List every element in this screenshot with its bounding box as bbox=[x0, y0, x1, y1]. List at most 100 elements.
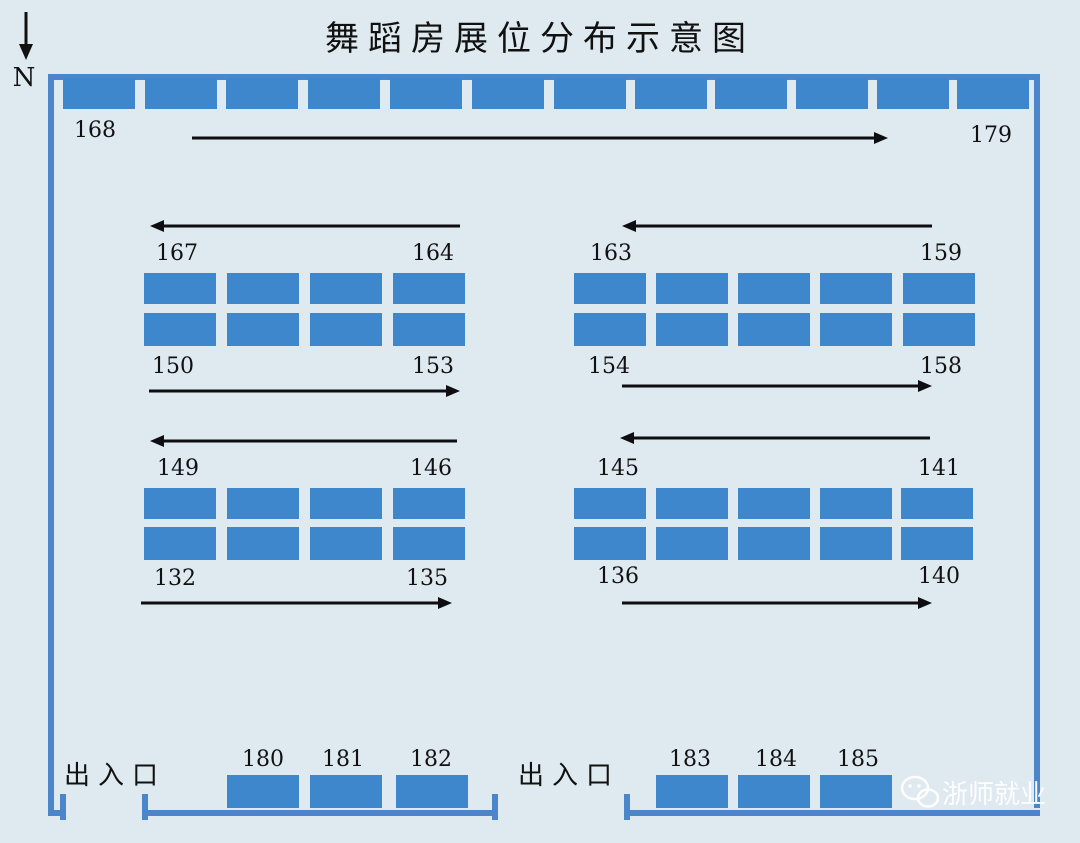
booth[interactable] bbox=[820, 273, 892, 304]
direction-arrow-west bbox=[150, 220, 460, 232]
direction-arrow-west bbox=[620, 432, 930, 444]
booth[interactable] bbox=[396, 775, 468, 808]
direction-arrow-east bbox=[149, 385, 460, 397]
booth-row-north bbox=[63, 78, 1029, 109]
booth-block-southwest bbox=[144, 488, 465, 560]
booth[interactable] bbox=[574, 313, 646, 346]
booth[interactable] bbox=[877, 78, 949, 109]
booth-number: 140 bbox=[918, 564, 960, 589]
booth[interactable] bbox=[574, 273, 646, 304]
booth[interactable] bbox=[738, 527, 810, 560]
room-walls bbox=[48, 74, 1040, 820]
booth-block-northeast bbox=[574, 273, 975, 346]
booth-number: 180 bbox=[242, 747, 284, 772]
booth-number: 136 bbox=[597, 564, 639, 589]
booth[interactable] bbox=[957, 78, 1029, 109]
booth[interactable] bbox=[574, 527, 646, 560]
booth[interactable] bbox=[574, 488, 646, 519]
booth[interactable] bbox=[820, 527, 892, 560]
booth[interactable] bbox=[227, 527, 299, 560]
booth-block-northwest bbox=[144, 273, 465, 346]
booth-number: 132 bbox=[154, 566, 196, 591]
booth[interactable] bbox=[144, 488, 216, 519]
booth[interactable] bbox=[227, 775, 299, 808]
booth[interactable] bbox=[820, 775, 892, 808]
wall-south-west-post bbox=[60, 794, 66, 820]
booth[interactable] bbox=[310, 273, 382, 304]
booth[interactable] bbox=[656, 775, 728, 808]
booth-number: 141 bbox=[918, 456, 960, 481]
booth[interactable] bbox=[63, 78, 135, 109]
booth[interactable] bbox=[393, 273, 465, 304]
booth-number: 158 bbox=[920, 354, 962, 379]
booth[interactable] bbox=[393, 488, 465, 519]
booth[interactable] bbox=[393, 313, 465, 346]
booth[interactable] bbox=[715, 78, 787, 109]
booth[interactable] bbox=[796, 78, 868, 109]
direction-arrow-east bbox=[622, 380, 932, 392]
north-indicator: N bbox=[13, 12, 36, 93]
booth[interactable] bbox=[144, 527, 216, 560]
booth[interactable] bbox=[738, 313, 810, 346]
booth[interactable] bbox=[145, 78, 217, 109]
wall-south-east-post bbox=[624, 794, 630, 820]
booth-row-south bbox=[227, 775, 892, 808]
booth-number: 185 bbox=[837, 747, 879, 772]
booth[interactable] bbox=[310, 488, 382, 519]
watermark-text: 浙师就业 bbox=[942, 780, 1046, 810]
booth[interactable] bbox=[227, 273, 299, 304]
booth-number: 164 bbox=[412, 241, 454, 266]
north-arrow-icon bbox=[19, 44, 33, 60]
booth[interactable] bbox=[308, 78, 380, 109]
booth[interactable] bbox=[227, 313, 299, 346]
direction-arrow-east bbox=[622, 597, 932, 609]
booth[interactable] bbox=[390, 78, 462, 109]
booth[interactable] bbox=[738, 775, 810, 808]
booth-number: 145 bbox=[597, 456, 639, 481]
booth[interactable] bbox=[738, 488, 810, 519]
wall-east bbox=[1034, 74, 1040, 808]
page-title: 舞蹈房展位分布示意图 bbox=[325, 19, 755, 59]
booth-number: 149 bbox=[157, 456, 199, 481]
direction-arrow-west bbox=[150, 435, 457, 447]
booth-number: 135 bbox=[406, 566, 448, 591]
entrance-west-label: 出入口 bbox=[64, 761, 166, 791]
booth[interactable] bbox=[820, 488, 892, 519]
booth[interactable] bbox=[738, 273, 810, 304]
booth[interactable] bbox=[472, 78, 544, 109]
watermark: 浙师就业 bbox=[900, 775, 1046, 810]
wall-south-middle-post-right bbox=[492, 794, 498, 820]
booth[interactable] bbox=[227, 488, 299, 519]
booth[interactable] bbox=[310, 527, 382, 560]
direction-arrow-west bbox=[622, 220, 932, 232]
booth[interactable] bbox=[903, 273, 975, 304]
booth[interactable] bbox=[901, 488, 973, 519]
booth-number: 163 bbox=[590, 241, 632, 266]
direction-arrow-east bbox=[192, 132, 888, 144]
booth[interactable] bbox=[310, 313, 382, 346]
booth[interactable] bbox=[656, 527, 728, 560]
north-label: N bbox=[13, 63, 36, 93]
booth[interactable] bbox=[393, 527, 465, 560]
wall-south-east bbox=[624, 810, 1040, 816]
direction-arrow-east bbox=[141, 597, 452, 609]
booth[interactable] bbox=[226, 78, 298, 109]
booth[interactable] bbox=[635, 78, 707, 109]
booth-number: 182 bbox=[410, 747, 452, 772]
booth[interactable] bbox=[901, 527, 973, 560]
booth-number: 168 bbox=[74, 118, 116, 143]
wall-south-west-stub bbox=[48, 810, 66, 816]
booth[interactable] bbox=[656, 273, 728, 304]
booth[interactable] bbox=[656, 313, 728, 346]
booth[interactable] bbox=[144, 273, 216, 304]
booth[interactable] bbox=[144, 313, 216, 346]
booth[interactable] bbox=[820, 313, 892, 346]
wall-north bbox=[48, 74, 1038, 80]
booth[interactable] bbox=[554, 78, 626, 109]
booth-number: 179 bbox=[970, 123, 1012, 148]
booth-number: 184 bbox=[755, 747, 797, 772]
booth[interactable] bbox=[656, 488, 728, 519]
booth[interactable] bbox=[903, 313, 975, 346]
booth[interactable] bbox=[310, 775, 382, 808]
